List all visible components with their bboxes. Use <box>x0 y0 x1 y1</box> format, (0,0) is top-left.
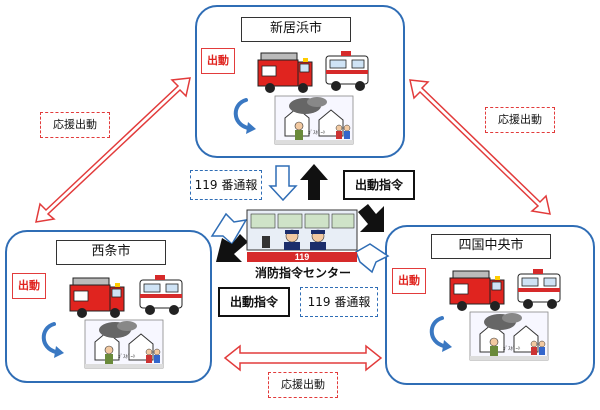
report-label-bottom: 119 番通報 <box>300 287 378 317</box>
curved-arrow-shikokuchuo <box>429 316 454 354</box>
report-arrow-right <box>355 243 390 274</box>
support-arrow-right <box>409 79 551 215</box>
scene-text-saijo: ｶﾞｽﾎﾞｰﾄ <box>118 353 136 360</box>
report-arrow-up <box>268 165 298 202</box>
firetruck-saijo <box>69 277 125 319</box>
dispatch-tag-saijo: 出動 <box>12 273 46 299</box>
curved-arrow-niihama <box>233 98 258 136</box>
support-label-left: 応援出動 <box>40 112 110 138</box>
order-arrow-left <box>216 234 248 262</box>
fire-scene-saijo <box>84 319 164 369</box>
order-label-top: 出動指令 <box>343 170 415 200</box>
command-center-name: 消防指令センター <box>254 266 351 280</box>
order-label-bottom: 出動指令 <box>218 287 290 317</box>
fire-scene-niihama <box>274 95 354 145</box>
ambulance-saijo <box>139 274 183 316</box>
firetruck-niihama <box>257 52 313 94</box>
support-label-bottom: 応援出動 <box>268 372 338 398</box>
fire-scene-shikokuchuo <box>469 311 549 361</box>
city-name-niihama: 新居浜市 <box>241 17 351 42</box>
scene-text-shikokuchuo: ｶﾞｽﾎﾞｰﾄ <box>503 345 521 352</box>
curved-arrow-saijo <box>41 322 66 360</box>
order-arrow-right <box>358 204 384 232</box>
report-label-top: 119 番通報 <box>190 170 262 200</box>
city-name-shikokuchuo: 四国中央市 <box>431 234 551 259</box>
support-arrow-left <box>35 77 191 223</box>
firetruck-shikokuchuo <box>449 270 505 312</box>
dispatch-tag-shikokuchuo: 出動 <box>392 268 426 294</box>
city-name-saijo: 西条市 <box>56 240 166 265</box>
order-arrow-up <box>300 164 328 200</box>
support-label-right: 応援出動 <box>485 107 555 133</box>
ambulance-shikokuchuo <box>517 268 561 310</box>
support-arrow-bottom <box>223 344 383 372</box>
center-sign: 119 <box>295 252 310 262</box>
scene-text-niihama: ｶﾞｽﾎﾞｰﾄ <box>308 129 326 136</box>
command-center-graphic <box>246 209 358 262</box>
dispatch-tag-niihama: 出動 <box>201 48 235 74</box>
ambulance-niihama <box>325 50 369 92</box>
